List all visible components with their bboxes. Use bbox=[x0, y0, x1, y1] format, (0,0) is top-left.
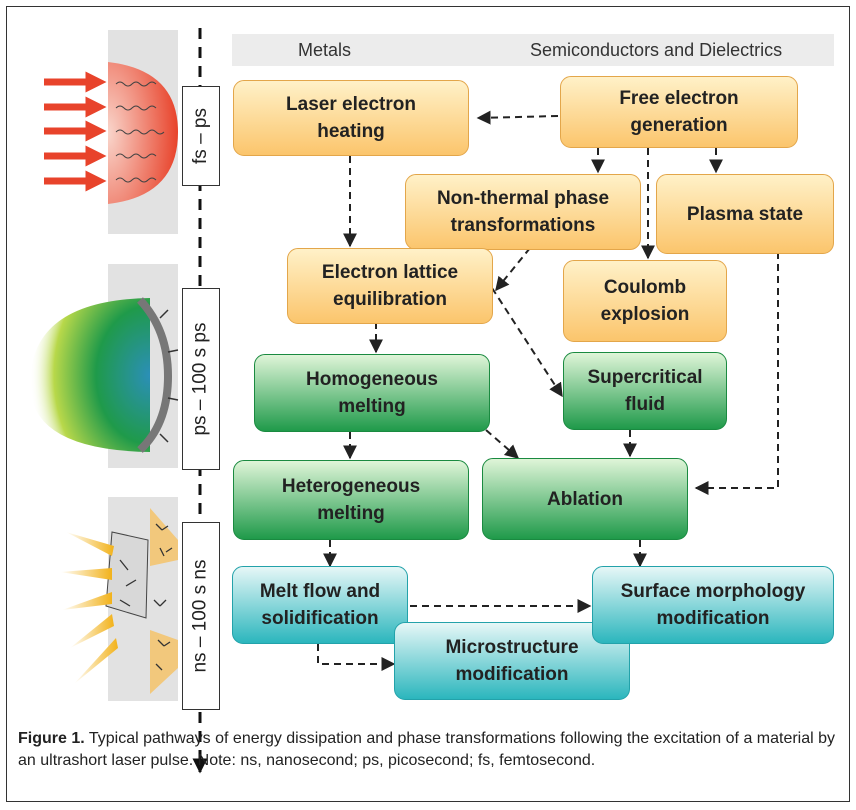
timescale-ns-100ns: ns – 100 s ns bbox=[182, 522, 220, 710]
header-metals: Metals bbox=[298, 40, 352, 60]
caption-text: Typical pathways of energy dissipation a… bbox=[18, 730, 836, 769]
timescale-ps-100ps: ps – 100 s ps bbox=[182, 288, 220, 470]
figure-caption: Figure 1. Typical pathways of energy dis… bbox=[18, 728, 838, 772]
arrows bbox=[317, 110, 779, 671]
box-ablation: Ablation bbox=[482, 458, 688, 540]
timescale-ns-100ns-text: ns – 100 s ns bbox=[190, 559, 211, 673]
timescale-fs-ps: fs – ps bbox=[182, 86, 220, 186]
box-heterogeneous-melting: Heterogeneous melting bbox=[233, 460, 469, 540]
box-surface-morphology-modification: Surface morphology modification bbox=[592, 566, 834, 644]
header-semiconductors: Semiconductors and Dielectrics bbox=[530, 40, 783, 60]
box-laser-electron-heating: Laser electron heating bbox=[233, 80, 469, 156]
material-header-band: Metals Semiconductors and Dielectrics bbox=[232, 34, 834, 66]
illustration-plume bbox=[30, 264, 179, 468]
box-melt-flow-solidification: Melt flow and solidification bbox=[232, 566, 408, 644]
box-electron-lattice-equilibration: Electron lattice equilibration bbox=[287, 248, 493, 324]
box-microstructure-modification: Microstructure modification bbox=[394, 622, 630, 700]
box-supercritical-fluid: Supercritical fluid bbox=[563, 352, 727, 430]
caption-label: Figure 1. bbox=[18, 730, 85, 747]
illustration-laser-heating bbox=[44, 30, 178, 234]
box-plasma-state: Plasma state bbox=[656, 174, 834, 254]
illustration-melt bbox=[60, 497, 178, 701]
box-free-electron-generation: Free electron generation bbox=[560, 76, 798, 148]
box-coulomb-explosion: Coulomb explosion bbox=[563, 260, 727, 342]
timescale-ps-100ps-text: ps – 100 s ps bbox=[190, 322, 211, 436]
box-homogeneous-melting: Homogeneous melting bbox=[254, 354, 490, 432]
box-non-thermal-phase: Non-thermal phase transformations bbox=[405, 174, 641, 250]
timescale-fs-ps-text: fs – ps bbox=[190, 108, 212, 164]
